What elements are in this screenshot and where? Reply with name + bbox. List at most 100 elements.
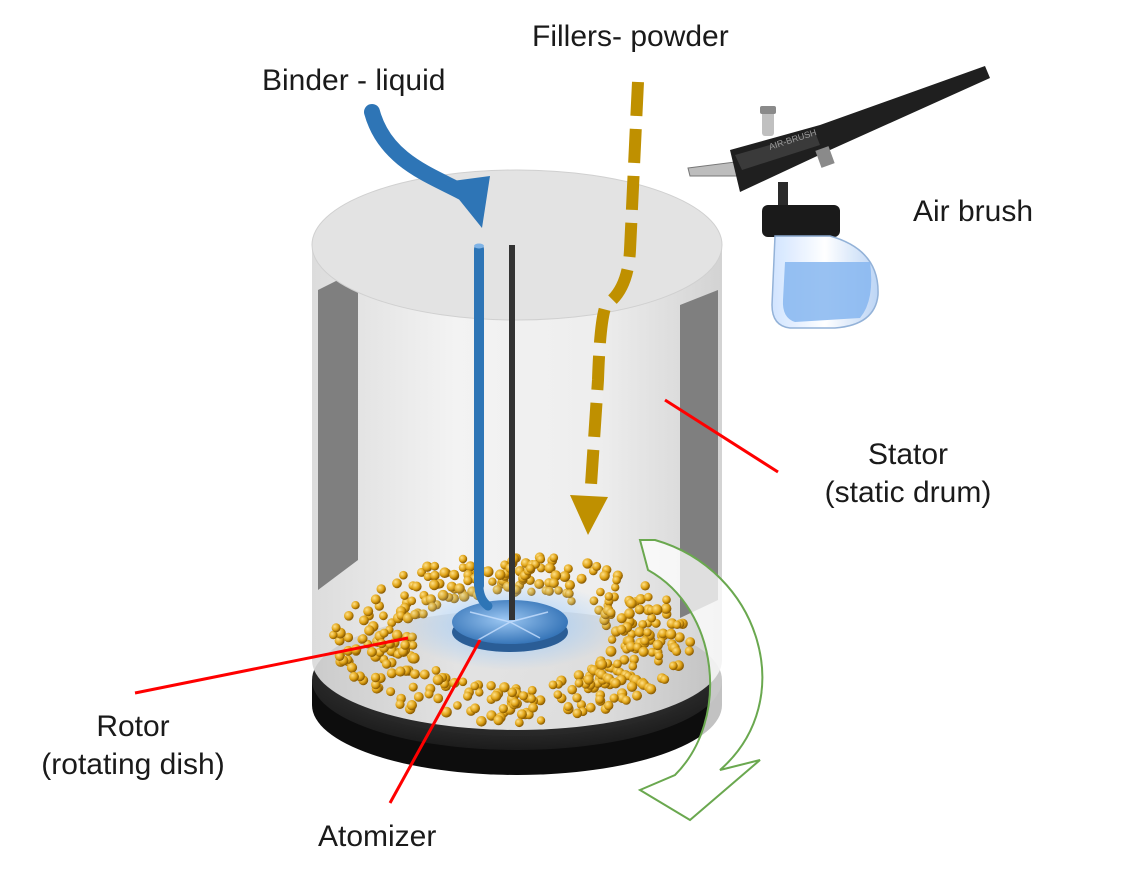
filler-particle <box>549 553 559 562</box>
binder-label: Binder - liquid <box>262 64 446 97</box>
filler-particle <box>458 677 468 687</box>
filler-particle <box>524 710 534 720</box>
filler-particle <box>609 693 619 703</box>
filler-particle <box>510 698 520 708</box>
filler-particle <box>563 564 573 574</box>
filler-particle <box>599 570 610 581</box>
filler-particle <box>424 689 434 699</box>
filler-particle <box>329 630 338 640</box>
filler-particle <box>395 666 406 677</box>
atomizer-label: Atomizer <box>318 820 437 853</box>
filler-particle <box>413 692 424 702</box>
filler-particle <box>344 611 354 621</box>
filler-particle <box>553 690 563 699</box>
filler-particle <box>441 706 452 718</box>
filler-particle <box>548 680 558 690</box>
filler-particle <box>644 592 653 602</box>
filler-particle <box>654 651 664 661</box>
filler-particle <box>449 569 460 580</box>
filler-particle <box>346 662 358 673</box>
filler-particle <box>574 678 584 688</box>
filler-particle <box>518 691 529 701</box>
filler-particle <box>604 700 614 711</box>
filler-particle <box>572 708 583 719</box>
filler-particle <box>433 693 444 704</box>
filler-particle <box>605 645 617 657</box>
filler-particle <box>638 620 648 629</box>
filler-particle <box>611 583 620 592</box>
filler-particle <box>662 595 671 604</box>
filler-particle <box>632 690 642 701</box>
filler-particle <box>674 632 685 643</box>
filler-particle <box>596 587 605 597</box>
filler-particle <box>376 584 386 594</box>
filler-particle <box>612 575 621 585</box>
filler-particle <box>379 611 388 621</box>
filler-particle <box>406 700 417 711</box>
filler-particle <box>386 687 396 697</box>
filler-particle <box>358 634 368 644</box>
filler-particle <box>645 684 657 695</box>
filler-particle <box>399 570 408 580</box>
filler-particle <box>643 628 652 637</box>
filler-particle <box>634 604 645 615</box>
filler-particle <box>634 626 645 638</box>
filler-particle <box>490 690 502 702</box>
filler-particle <box>652 639 663 651</box>
filler-particle <box>559 571 571 582</box>
filler-particle <box>400 591 409 600</box>
filler-particle <box>465 561 476 572</box>
filler-particle <box>629 654 639 665</box>
binder-tube <box>474 243 493 611</box>
filler-particle <box>370 672 381 683</box>
filler-particle <box>582 558 593 569</box>
filler-particle <box>592 561 602 571</box>
filler-particle <box>431 666 441 675</box>
filler-particle <box>536 554 546 564</box>
filler-particle <box>458 554 468 564</box>
filler-particle <box>364 625 375 636</box>
filler-particle <box>660 674 670 684</box>
filler-particle <box>429 579 440 591</box>
filler-particle <box>379 628 389 638</box>
filler-particle <box>486 681 496 691</box>
filler-particle <box>371 679 381 690</box>
filler-particle <box>527 694 536 704</box>
filler-particle <box>476 716 487 727</box>
filler-particle <box>613 659 622 669</box>
filler-particle <box>359 615 369 626</box>
filler-particle <box>463 691 473 701</box>
filler-particle <box>432 674 444 686</box>
filler-particle <box>408 652 420 664</box>
filler-particle <box>528 702 538 713</box>
pointer-lines <box>134 398 779 804</box>
atomizer-shaft <box>509 245 515 620</box>
stator-label: Stator (static drum) <box>808 436 1008 511</box>
rotor-label-line1: Rotor <box>96 710 170 743</box>
rotor-pointer <box>134 636 409 695</box>
filler-particle <box>668 661 678 671</box>
filler-particle <box>572 693 582 703</box>
rotor-label-line2: (rotating dish) <box>41 747 225 781</box>
filler-particle <box>583 674 594 685</box>
filler-particle <box>576 700 587 710</box>
filler-particle <box>647 613 657 623</box>
filler-particle <box>400 640 410 650</box>
stator-label-line1: Stator <box>867 438 949 471</box>
filler-particle <box>535 695 546 706</box>
filler-particle <box>595 694 605 704</box>
filler-particle <box>439 567 451 578</box>
filler-particle <box>684 646 694 656</box>
filler-particle <box>493 715 504 726</box>
filler-particle <box>363 606 374 617</box>
stator-pointer <box>664 398 779 474</box>
filler-particle <box>527 685 537 695</box>
filler-particle <box>665 628 677 640</box>
filler-particle <box>331 623 341 633</box>
filler-particle <box>640 636 650 646</box>
filler-particle <box>395 699 405 710</box>
filler-particle <box>430 570 440 581</box>
filler-particle <box>651 604 663 616</box>
